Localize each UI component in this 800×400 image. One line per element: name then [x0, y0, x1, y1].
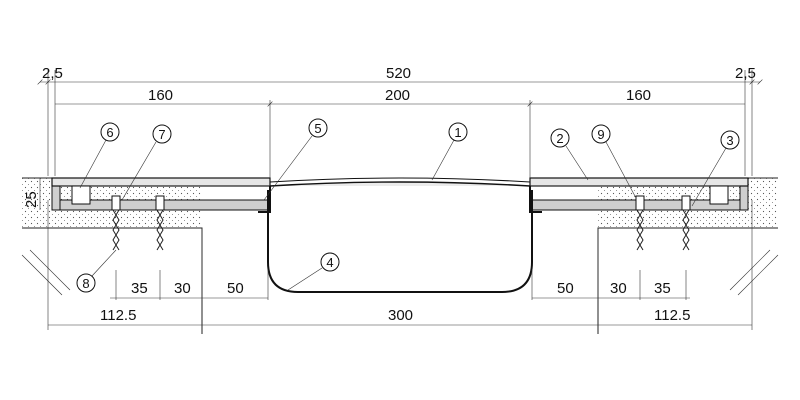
svg-text:8: 8 [82, 276, 89, 291]
dim-right-total: 112.5 [654, 307, 690, 324]
svg-text:4: 4 [326, 255, 333, 270]
callout-8: 8 [76, 249, 117, 293]
center-cover-plate [269, 177, 531, 187]
anchor-bolts [71, 185, 729, 251]
callout-3: 3 [691, 130, 740, 207]
callout-2: 2 [550, 128, 589, 181]
dim-top-overall: 520 [386, 65, 411, 82]
dim-left-35: 35 [131, 280, 148, 297]
svg-text:5: 5 [314, 121, 321, 136]
svg-text:2: 2 [556, 131, 563, 146]
callout-5: 5 [263, 118, 328, 201]
callouts: 1 2 3 4 5 6 7 [76, 118, 740, 293]
dimension-lines [40, 70, 760, 330]
dim-left-30: 30 [174, 280, 191, 297]
dim-right-30: 30 [610, 280, 627, 297]
dim-right-50: 50 [557, 280, 574, 297]
callout-4: 4 [287, 252, 340, 291]
dim-bottom-gap: 300 [388, 307, 413, 324]
dim-second-center: 200 [385, 87, 410, 104]
svg-text:7: 7 [158, 127, 165, 142]
dim-right-35: 35 [654, 280, 671, 297]
dim-top-right-gap: 2,5 [735, 65, 756, 82]
callout-7: 7 [121, 124, 172, 201]
dim-left-height: 25 [23, 191, 40, 208]
callout-1: 1 [431, 122, 468, 181]
callout-9: 9 [591, 124, 637, 199]
dim-left-total: 112.5 [100, 307, 136, 324]
svg-text:3: 3 [726, 133, 733, 148]
dim-second-left: 160 [148, 87, 173, 104]
dimension-labels: 2,5 520 2,5 160 200 160 25 35 30 50 112.… [23, 65, 756, 324]
dim-top-left-gap: 2,5 [42, 65, 63, 82]
callout-6: 6 [79, 122, 120, 189]
dim-left-50: 50 [227, 280, 244, 297]
dim-second-right: 160 [626, 87, 651, 104]
svg-text:1: 1 [454, 125, 461, 140]
svg-text:6: 6 [106, 125, 113, 140]
svg-text:9: 9 [597, 127, 604, 142]
drain-trough [267, 190, 533, 293]
